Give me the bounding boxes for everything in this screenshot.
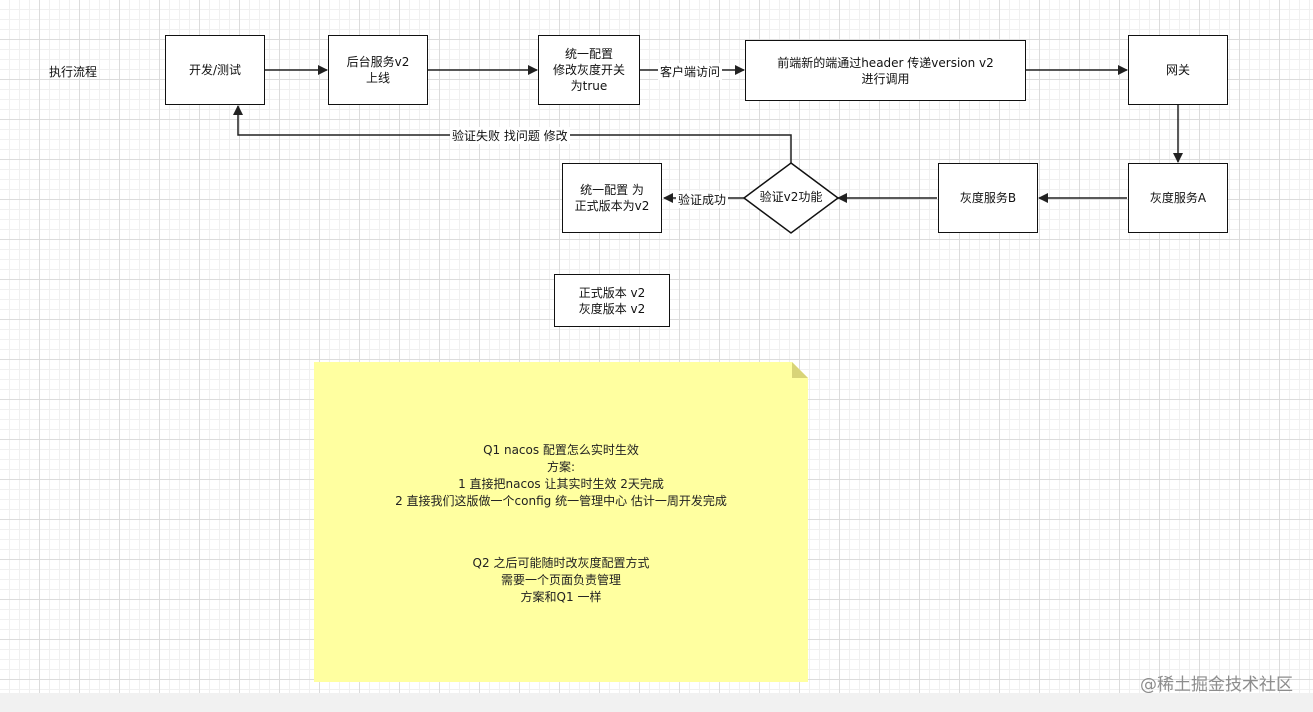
node-config-official[interactable]: 统一配置 为 正式版本为v2: [562, 163, 662, 233]
node-dev-test[interactable]: 开发/测试: [165, 35, 265, 105]
watermark: @稀土掘金技术社区: [1140, 675, 1293, 695]
flow-title: 执行流程: [49, 65, 98, 79]
edge-label-client-access: 客户端访问: [658, 63, 723, 80]
node-backend-v2[interactable]: 后台服务v2 上线: [328, 35, 428, 105]
node-gray-service-b[interactable]: 灰度服务B: [938, 163, 1038, 233]
node-gray-service-a[interactable]: 灰度服务A: [1128, 163, 1228, 233]
node-versions[interactable]: 正式版本 v2 灰度版本 v2: [554, 274, 670, 327]
edge-label-verify-fail: 验证失败 找问题 修改: [450, 127, 570, 144]
node-frontend[interactable]: 前端新的端通过header 传递version v2 进行调用: [745, 40, 1026, 101]
note-q1: Q1 nacos 配置怎么实时生效 方案: 1 直接把nacos 让其实时生效 …: [395, 443, 727, 508]
node-verify-v2[interactable]: 验证v2功能: [759, 190, 823, 204]
note-q2: Q2 之后可能随时改灰度配置方式 需要一个页面负责管理 方案和Q1 一样: [472, 556, 650, 604]
edge-label-verify-success: 验证成功: [676, 191, 729, 208]
verify-diamond-shape: [742, 162, 840, 234]
sticky-note[interactable]: Q1 nacos 配置怎么实时生效 方案: 1 直接把nacos 让其实时生效 …: [314, 362, 808, 682]
node-gateway[interactable]: 网关: [1128, 35, 1228, 105]
bottom-bar: [0, 693, 1313, 712]
node-unified-config[interactable]: 统一配置 修改灰度开关 为true: [538, 35, 640, 105]
